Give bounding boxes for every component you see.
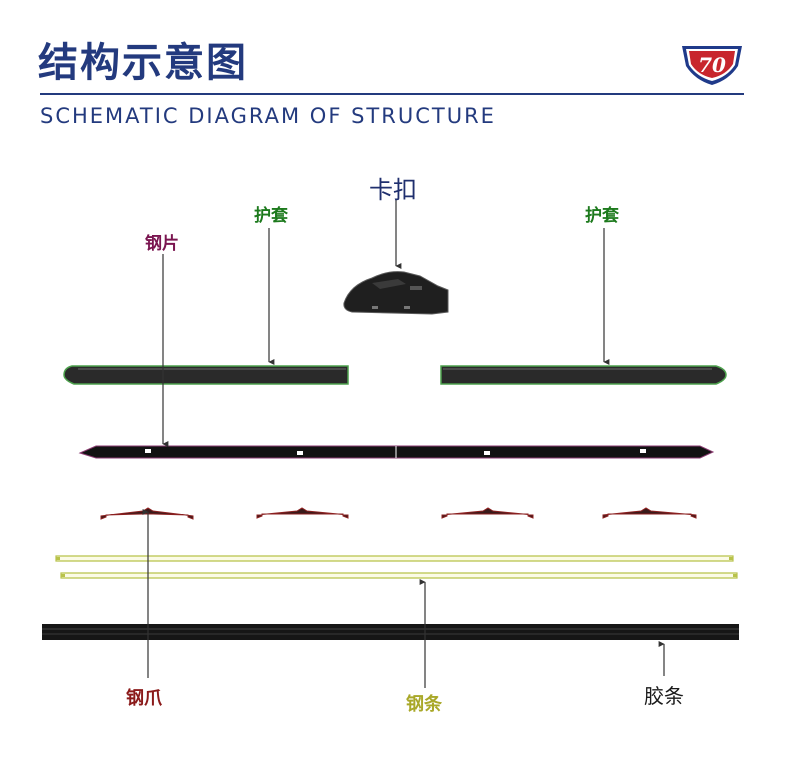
- steel-strip-label: 钢条: [406, 694, 442, 715]
- rubber-strip-part: [42, 624, 739, 640]
- steel-strip-part: [55, 555, 738, 579]
- clip-label: 卡扣: [369, 176, 417, 204]
- steel-sheet-part: [78, 445, 715, 459]
- steel-claw-part-4: [602, 507, 697, 519]
- steel-claw-part-3: [441, 507, 534, 519]
- brand-logo: 70: [682, 46, 742, 85]
- steel-sheet-label: 钢片: [145, 234, 179, 254]
- cover-right-label: 护套: [585, 206, 619, 226]
- cover-left-label: 护套: [254, 206, 288, 226]
- logo-text: 70: [698, 53, 726, 77]
- page-title: 结构示意图: [38, 40, 248, 86]
- cover-right-part: [440, 365, 727, 385]
- rubber-strip-label: 胶条: [644, 684, 684, 708]
- steel-claw-part-1: [100, 507, 194, 520]
- page-subtitle: SCHEMATIC DIAGRAM OF STRUCTURE: [40, 104, 496, 128]
- cover-left-part: [63, 365, 349, 385]
- steel-claw-label: 钢爪: [126, 688, 162, 709]
- clip-part: [343, 271, 449, 315]
- steel-claw-part-2: [256, 507, 349, 519]
- header-divider: [40, 93, 744, 95]
